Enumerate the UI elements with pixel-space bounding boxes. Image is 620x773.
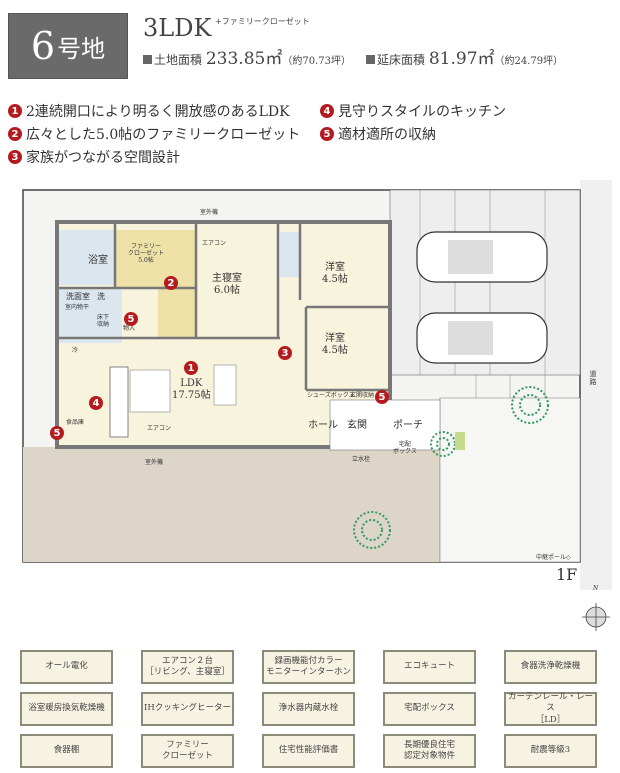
gravel	[439, 397, 581, 563]
equipment-7: IHクッキングヒーター	[141, 692, 234, 726]
washroom-area	[59, 288, 122, 343]
bath-area	[59, 230, 114, 285]
delivery-box: 宅配 ボックス	[393, 441, 417, 455]
equipment-10: カーテンレール・レース ［LD］	[504, 692, 597, 726]
equipment-13: 住宅性能評価書	[262, 734, 355, 768]
marker-4: 4	[89, 396, 103, 410]
plan-type: 3LDK	[143, 14, 212, 42]
lot-suffix: 号地	[57, 34, 106, 63]
room-master: 主寝室 6.0帖	[212, 273, 242, 296]
floor-plan-drawing	[22, 180, 612, 631]
relay-pole: 中継ポール◇	[536, 554, 571, 561]
room-washroom: 洗面室	[66, 292, 90, 301]
tree-1	[511, 386, 549, 424]
equipment-12: ファミリー クローゼット	[141, 734, 234, 768]
car-2	[416, 312, 548, 364]
equipment-9: 宅配ボックス	[383, 692, 476, 726]
entrance-area	[329, 399, 441, 451]
land-area: 土地面積 233.85㎡（約70.73坪）	[143, 44, 351, 69]
tree-3	[353, 511, 391, 549]
equipment-2: エアコン２台 ［リビング、主寝室］	[141, 650, 234, 684]
room-hall: ホール	[308, 420, 338, 431]
dining-table	[129, 369, 171, 413]
car-1	[416, 231, 548, 283]
equipment-4: エコキュート	[383, 650, 476, 684]
equipment-11: 食器棚	[20, 734, 113, 768]
pantry: 食品庫	[66, 419, 85, 426]
marker-5c: 5	[375, 390, 389, 404]
room-bath: 浴室	[88, 255, 108, 266]
room-porch: ポーチ	[393, 420, 423, 431]
aircon-master: エアコン	[202, 240, 227, 247]
washer-label: 洗	[97, 292, 105, 301]
room-ldk: LDK 17.75帖	[172, 378, 211, 401]
fridge-label: 冷	[72, 347, 79, 354]
floor-label: 1F	[556, 565, 578, 584]
marker-2: 2	[164, 276, 178, 290]
equipment-3: 録画機能付カラー モニターインターホン	[262, 650, 355, 684]
closet-area	[116, 230, 196, 288]
floor-plan: 浴室 ファミリー クローゼット 5.0帖 主寝室 6.0帖 洋室 4.5帖 洋室…	[22, 180, 612, 631]
room-family-closet: ファミリー クローゼット 5.0帖	[128, 243, 165, 264]
entry-storage: 玄関収納	[350, 392, 375, 399]
marker-5a: 5	[124, 312, 138, 326]
north-label: N	[593, 585, 599, 592]
yard	[23, 447, 440, 562]
shoe-box: シューズボックス	[307, 392, 355, 399]
faucet: 立水栓	[352, 456, 371, 463]
sofa	[213, 364, 237, 406]
room-western-2: 洋室 4.5帖	[322, 333, 348, 356]
equipment-1: オール電化	[20, 650, 113, 684]
indoor-dry-label: 室内物干	[65, 304, 90, 311]
toilet-area	[280, 232, 300, 277]
equipment-5: 食器洗浄乾燥機	[504, 650, 597, 684]
aircon-ldk: エアコン	[147, 425, 172, 432]
compass	[582, 603, 610, 631]
room-entrance: 玄関	[347, 420, 367, 431]
equipment-8: 浄水器内蔵水栓	[262, 692, 355, 726]
floor-area: 延床面積 81.97㎡（約24.79坪）	[366, 44, 563, 69]
road-label: 道路	[589, 370, 597, 387]
outdoor-unit-bottom: 室外機	[145, 459, 164, 466]
outdoor-unit-top: 室外機	[200, 209, 219, 216]
underfloor-storage: 床下 収納	[97, 314, 110, 328]
equipment-15: 耐震等級3	[504, 734, 597, 768]
marker-5b: 5	[50, 426, 64, 440]
equipment-14: 長期優良住宅 認定対象物件	[383, 734, 476, 768]
equipment-6: 浴室暖房換気乾燥機	[20, 692, 113, 726]
marker-1: 1	[184, 361, 198, 375]
room-storage: 物入	[123, 325, 136, 332]
plan-type-sub: +ファミリークローゼット	[215, 17, 310, 26]
road	[580, 180, 612, 590]
lot-number: 6	[30, 24, 56, 68]
marker-3: 3	[278, 346, 292, 360]
room-western-1: 洋室 4.5帖	[322, 262, 348, 285]
kitchen-counter	[109, 366, 129, 438]
